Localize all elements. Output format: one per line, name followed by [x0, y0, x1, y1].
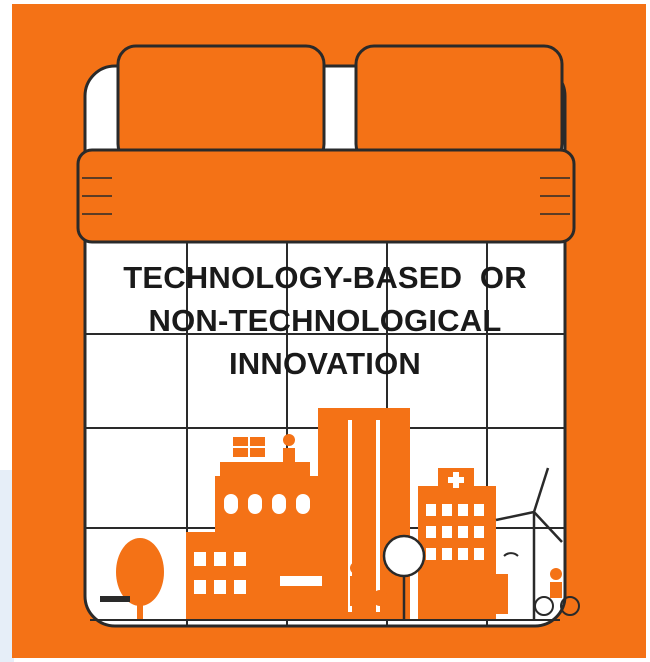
edge-strip — [0, 470, 14, 662]
stroller-person-icon — [350, 562, 362, 574]
wind-turbine-icon — [495, 467, 563, 620]
headline-line-3: INNOVATION — [228, 346, 421, 381]
cyclist-icon — [534, 568, 580, 616]
small-building — [186, 532, 270, 620]
headline-line-2: NON-TECHNOLOGICAL — [148, 303, 502, 338]
wifi-icon — [503, 552, 519, 557]
headline-line-1: TECHNOLOGY-BASED OR — [123, 260, 527, 295]
tree-icon — [116, 538, 164, 606]
blanket-stitches — [82, 177, 570, 215]
pillow-right-icon — [354, 44, 564, 164]
city-skyline-illustration — [90, 408, 580, 621]
round-tree-icon — [382, 534, 426, 578]
worker-icon — [283, 434, 295, 446]
bench-icon — [100, 596, 130, 602]
hospital-cross-icon — [448, 472, 464, 488]
pillow-left-icon — [116, 44, 326, 164]
blanket-fold — [76, 148, 576, 244]
headline: TECHNOLOGY-BASED OR NON-TECHNOLOGICAL IN… — [60, 256, 590, 385]
ev-charger-icon — [494, 574, 508, 614]
